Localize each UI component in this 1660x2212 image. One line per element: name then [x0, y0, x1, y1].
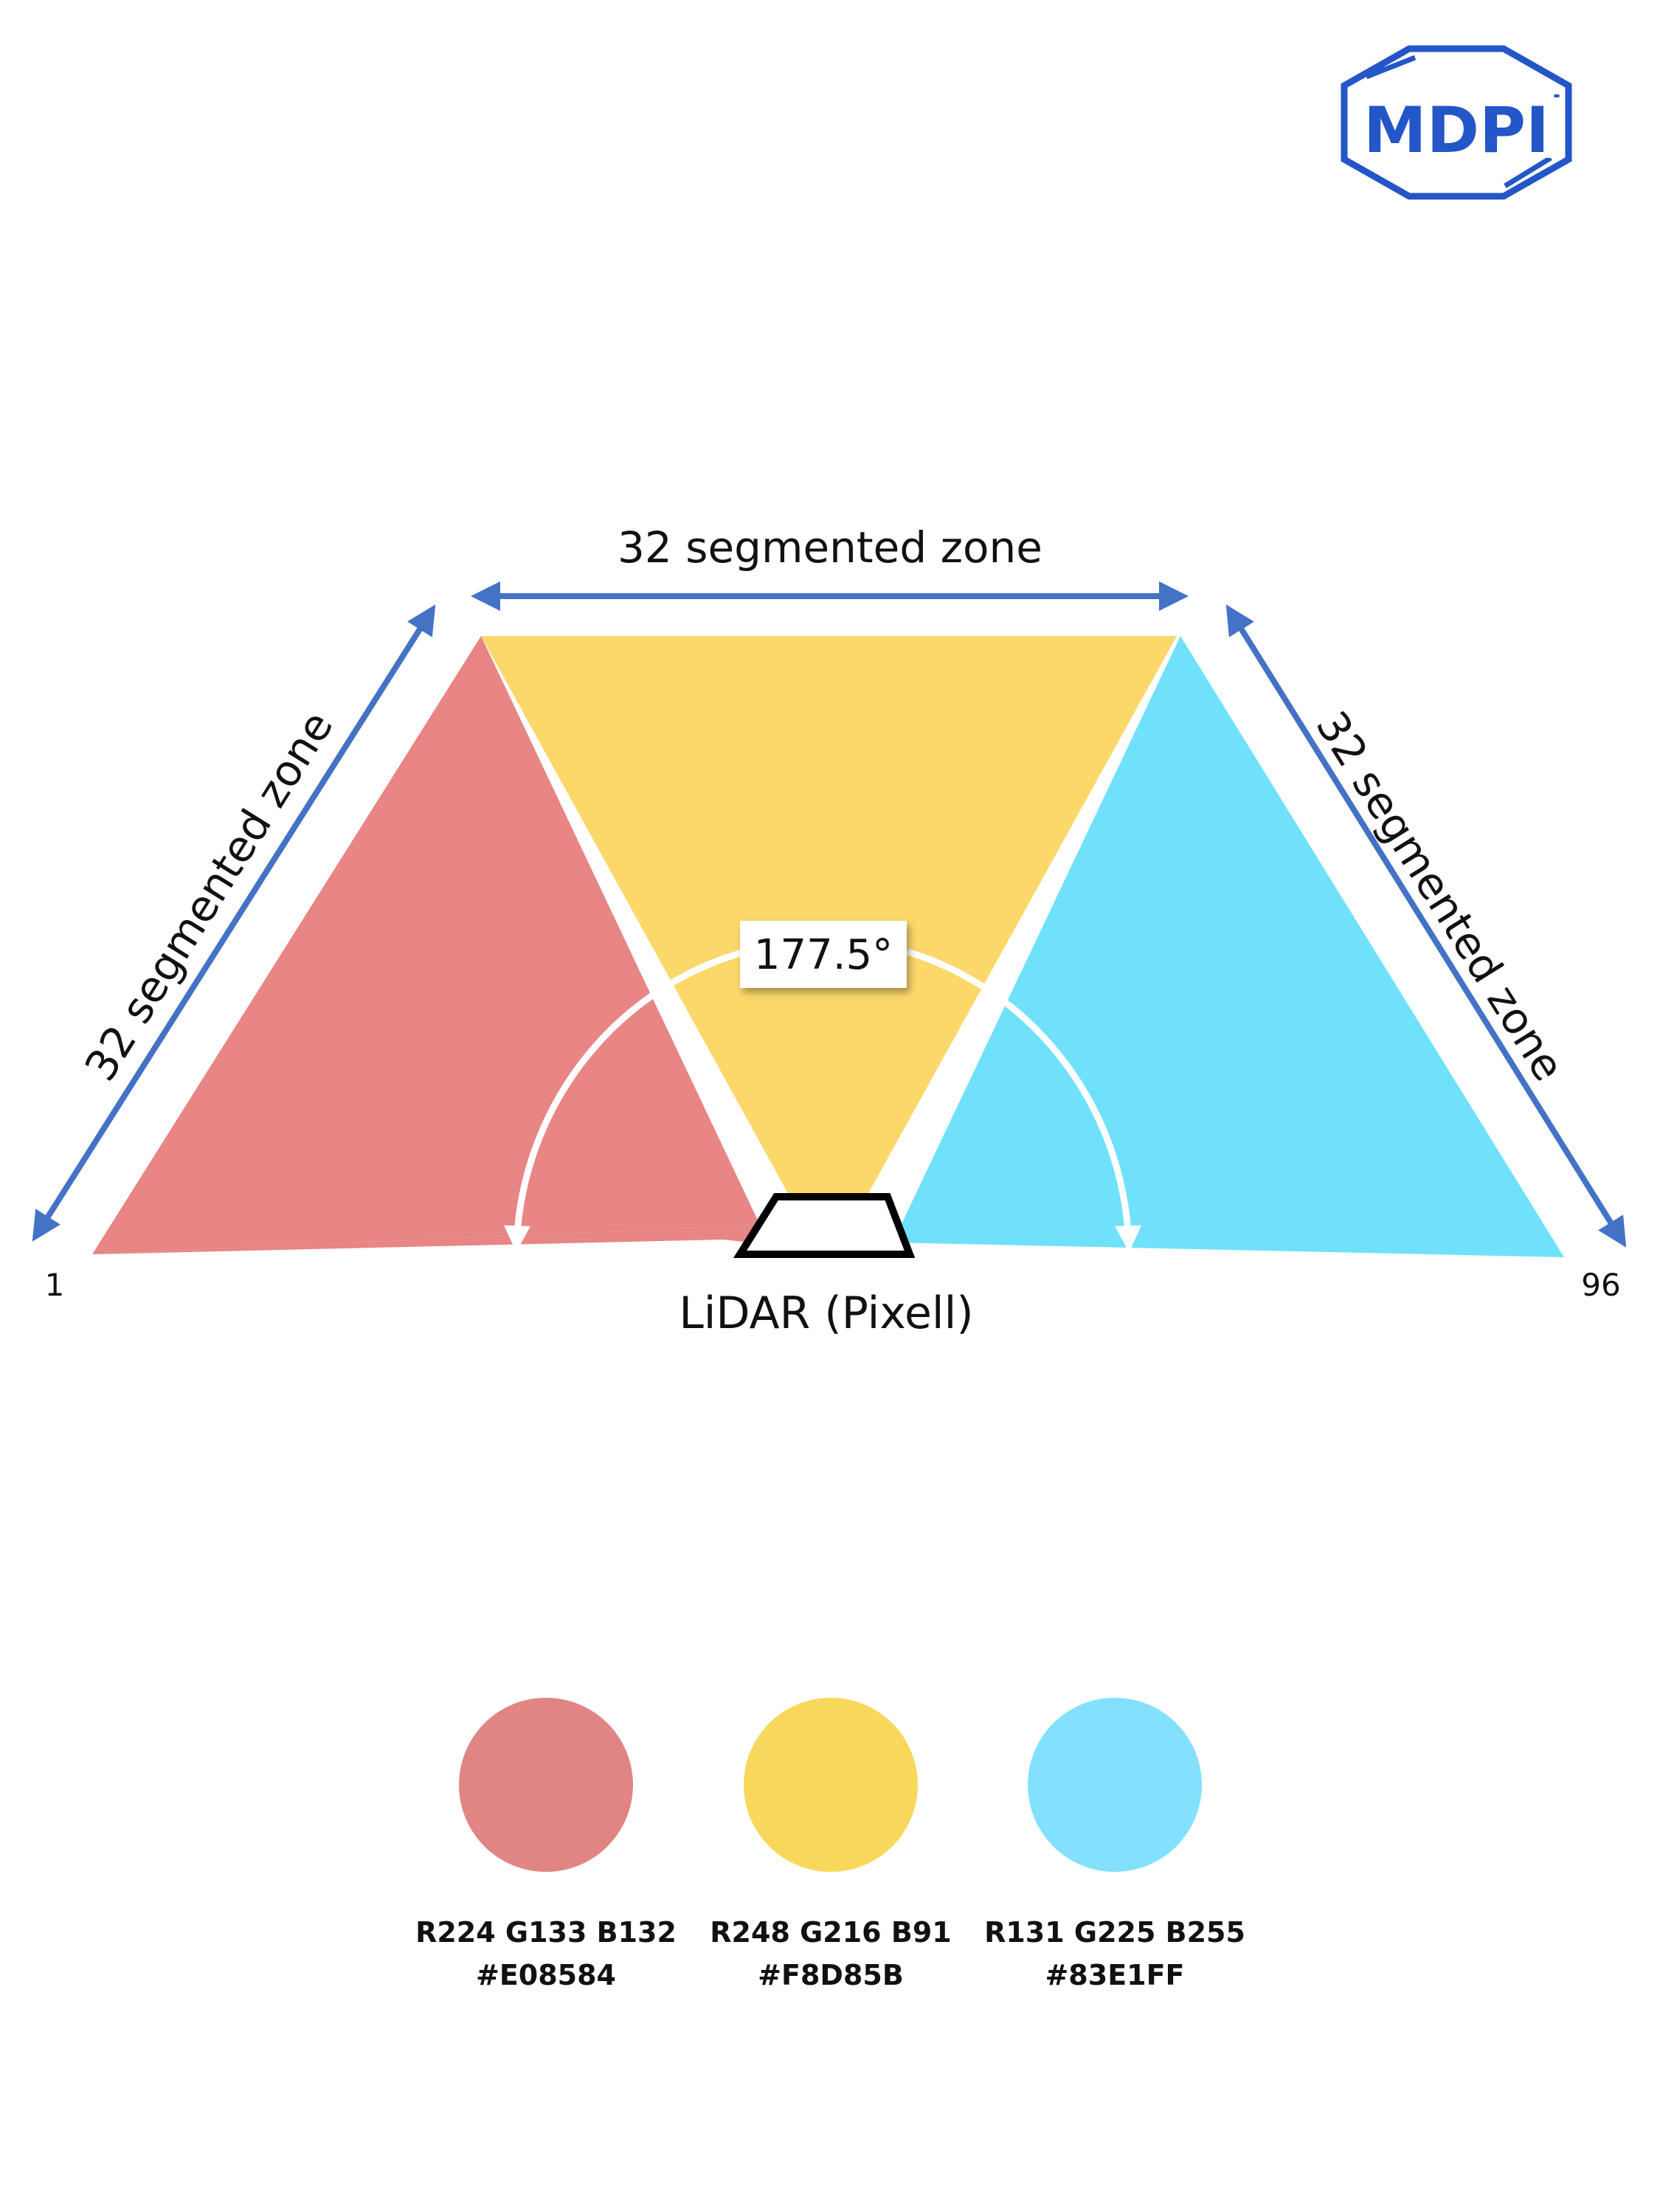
fov-arc-left: [504, 948, 747, 1253]
angle-label: 177.5°: [754, 931, 893, 979]
mdpi-logo-hexagon: [1341, 45, 1572, 200]
color-swatches: R224 G133 B132 #E08584 R248 G216 B91 #F8…: [415, 1698, 1245, 1991]
start-index-label: 1: [45, 1267, 65, 1303]
mdpi-logo-text-bg: [1349, 97, 1564, 158]
swatch-hex-yellow: #F8D85B: [758, 1959, 904, 1991]
field-of-view-arc: 177.5°: [504, 921, 1142, 1253]
mdpi-logo-text: MDPI: [1363, 94, 1549, 167]
swatch-rgb-blue: R131 G225 B255: [984, 1916, 1245, 1949]
lidar-sensor-icon: [733, 1193, 916, 1258]
left-dimension-arrow: [32, 604, 436, 1242]
swatch-circle-yellow: [744, 1698, 918, 1872]
fov-arc-right: [906, 948, 1142, 1253]
center-zone: [481, 636, 1177, 1203]
dimension-arrows: [32, 581, 1627, 1248]
swatch-rgb-yellow: R248 G216 B91: [710, 1916, 951, 1949]
right-dimension-arrow: [1225, 604, 1627, 1248]
swatch-circle-red: [459, 1698, 633, 1872]
swatch-circle-blue: [1028, 1698, 1202, 1872]
end-index-label: 96: [1581, 1267, 1620, 1303]
sensor-label: LiDAR (Pixell): [679, 1288, 973, 1339]
lidar-sensor: LiDAR (Pixell): [679, 1193, 974, 1339]
top-zone-label: 32 segmented zone: [618, 522, 1042, 573]
left-zone-lower: [92, 1225, 789, 1254]
mdpi-logo: MDPI: [1341, 45, 1572, 200]
swatch-hex-blue: #83E1FF: [1045, 1959, 1184, 1991]
swatch-rgb-red: R224 G133 B132: [415, 1916, 677, 1949]
swatch-hex-red: #E08584: [476, 1959, 616, 1991]
angle-label-box: [740, 921, 907, 988]
